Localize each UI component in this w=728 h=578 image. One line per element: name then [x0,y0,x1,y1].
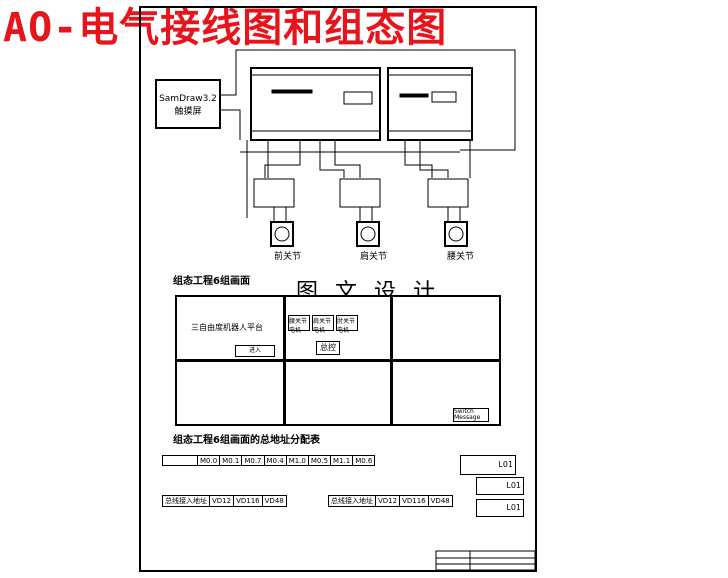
plc-expansion-module [387,67,473,141]
screen-thumb-4 [175,360,285,426]
screen1-heading: 三自由度机器人平台 [191,323,263,332]
addr3-cell: VD12 [374,495,401,507]
screen-thumb-6: Switch Message [391,360,501,426]
motor-1 [270,221,294,247]
valve-label-2: 肩关节 [360,252,388,262]
addr2-cell: VD48 [261,495,287,507]
screen-thumb-2: 腰关节电机 肩关节电机 肘关节电机 总控 [284,295,392,361]
hmi-label: 触摸屏 [174,107,202,117]
addr-cell: M1.0 [285,455,309,466]
side-code-3: L01 [476,499,524,517]
motor-2 [356,221,380,247]
plc-label-bar [271,89,313,94]
screen-thumb-1: 三自由度机器人平台 进入 [175,295,285,361]
addr-cell: M0.0 [196,455,221,466]
addr3-cell: VD48 [427,495,453,507]
addr-cell: M0.1 [219,455,243,466]
address-section-heading: 组态工程6组画面的总地址分配表 [173,435,320,446]
side-code-2: L01 [476,477,524,495]
addr-cell: M0.4 [263,455,287,466]
valve-label-3: 腰关节 [447,252,475,262]
address-table-3: 总线接入地址 VD12 VD116 VD48 [328,495,453,507]
address-table-1: M0.0 M0.1 M0.7 M0.4 M1.0 M0.5 M1.1 M0.6 [162,455,376,466]
screen-thumb-5 [284,360,392,426]
screen-thumb-3 [391,295,501,361]
addr2-cell: VD116 [233,495,263,507]
addr-cell: M0.5 [307,455,332,466]
addr2-cell: VD12 [208,495,235,507]
hmi-model: SamDraw3.2 [159,94,217,104]
screens-section-heading: 组态工程6组画面 [173,276,250,287]
addr2-label: 总线接入地址 [162,495,210,507]
screen2-main-button[interactable]: 总控 [316,341,340,355]
plc-cpu-module [250,67,381,141]
exp-switch [431,91,457,103]
addr-cell: M0.6 [352,455,376,466]
switch-message-button[interactable]: Switch Message [453,408,489,422]
addr-cell-blank [162,455,198,466]
enter-button[interactable]: 进入 [235,345,275,357]
driver-2 [339,178,381,208]
page-title: AO-电气接线图和组态图 [3,5,448,51]
side-code-1: L01 [460,455,516,475]
screen2-btn-1[interactable]: 腰关节电机 [288,315,310,334]
valve-label-1: 前关节 [274,252,302,262]
driver-3 [427,178,469,208]
addr-cell: M1.1 [330,455,354,466]
drawing-sheet [139,6,537,572]
screen2-btn-3[interactable]: 肘关节电机 [336,315,358,334]
screen2-btn-2[interactable]: 肩关节电机 [312,315,334,334]
addr3-label: 总线接入地址 [328,495,376,507]
motor-3 [444,221,468,247]
exp-label-bar [399,93,429,98]
address-table-2: 总线接入地址 VD12 VD116 VD48 [162,495,287,507]
title-block [435,550,536,571]
driver-1 [253,178,295,208]
touch-screen-hmi: SamDraw3.2 触摸屏 [155,79,221,129]
plc-switch [343,91,373,105]
addr3-cell: VD116 [399,495,429,507]
addr-cell: M0.7 [241,455,265,466]
